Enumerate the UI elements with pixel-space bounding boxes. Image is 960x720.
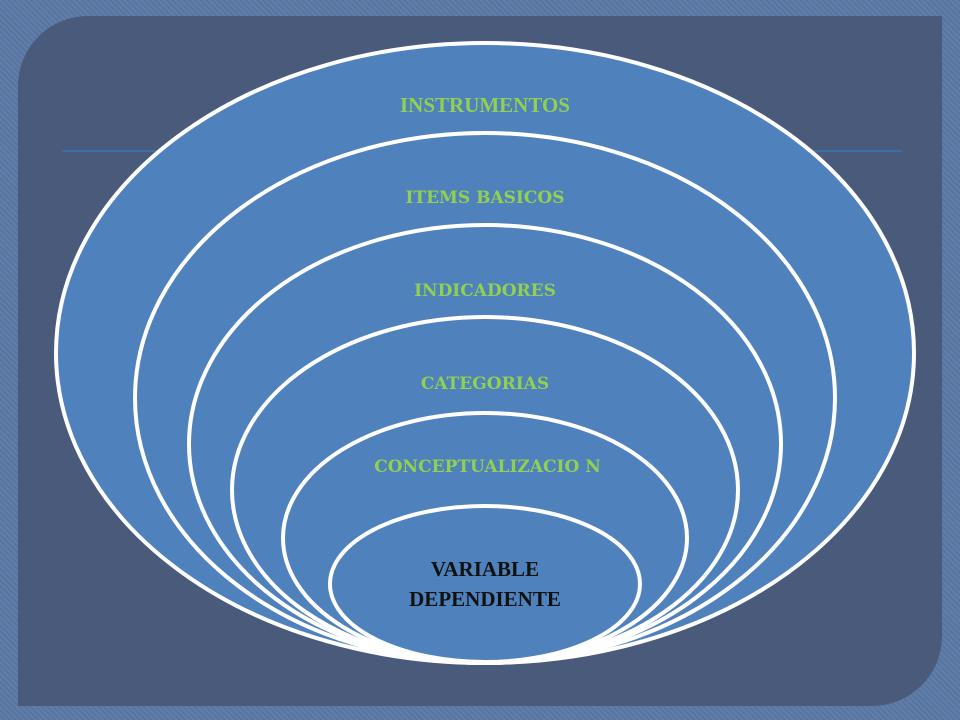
label-conceptualizacion: CONCEPTUALIZACIO N [374, 457, 601, 477]
label-categorias: CATEGORIAS [420, 374, 550, 394]
label-items-basicos: ITEMS BASICOS [405, 188, 565, 208]
label-variable-dependiente: VARIABLE DEPENDIENTE [409, 557, 561, 611]
label-instrumentos: INSTRUMENTOS [400, 93, 570, 117]
label-indicadores: INDICADORES [414, 281, 556, 301]
ellipse-variable-dependiente [328, 504, 642, 664]
